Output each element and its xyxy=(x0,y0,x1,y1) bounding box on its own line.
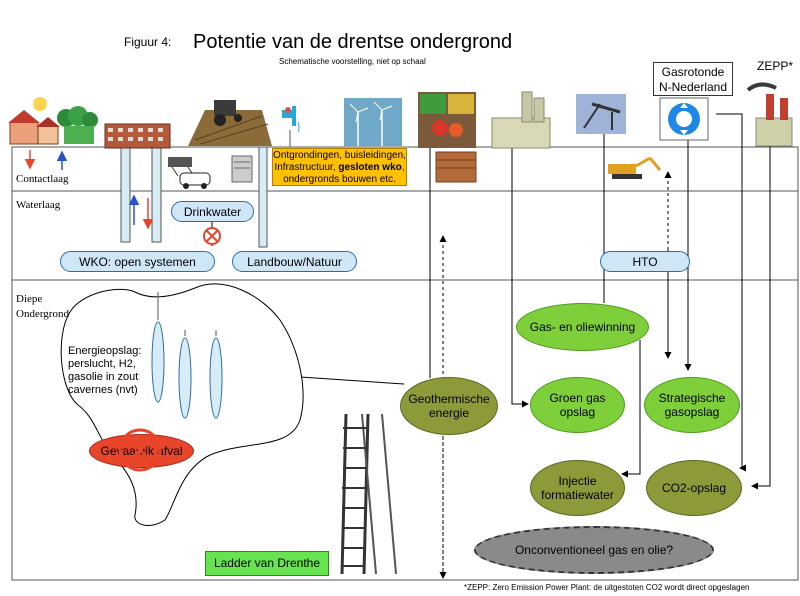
energy-line-2: perslucht, H2, xyxy=(68,358,136,370)
roundabout-icon xyxy=(659,97,709,141)
cavern-3 xyxy=(209,337,223,419)
wind-turbines-icon xyxy=(344,98,402,146)
cavern-1 xyxy=(151,321,165,403)
wko-pill: WKO: open systemen xyxy=(60,251,215,272)
deep-layer-label-2: Ondergrond xyxy=(16,308,69,320)
factory-icon xyxy=(491,91,551,149)
info-line-1: Ontgrondingen, buisleidingen, xyxy=(273,150,406,161)
strategic-gas-storage-oval: Strategische gasopslag xyxy=(644,377,740,433)
vegetables-icon xyxy=(418,92,477,183)
gasrotonde-line1: Gasrotonde xyxy=(661,65,725,79)
hazardous-waste-label: Gevaarlijk afval xyxy=(100,444,183,458)
gasrotonde-line2: N-Nederland xyxy=(658,80,728,94)
tractor-icon xyxy=(188,100,272,146)
green-gas-storage-oval: Groen gas opslag xyxy=(530,377,625,433)
gas-oil-production-oval: Gas- en oliewinning xyxy=(516,303,649,351)
apartment-block-icon xyxy=(104,123,171,149)
zepp-label: ZEPP* xyxy=(757,59,794,73)
green-gas-line-2: opslag xyxy=(559,405,596,419)
geothermal-line-1: Geothermische xyxy=(408,392,490,406)
info-line-2: Infrastructuur, gesloten wko, xyxy=(274,162,405,173)
energy-line-3: gasolie in zout xyxy=(68,371,139,383)
page-subtitle: Schematische voorstelling, niet op schaa… xyxy=(279,57,426,66)
unconventional-gas-oval: Onconventioneel gas en olie? xyxy=(474,526,714,574)
forbidden-sign-icon xyxy=(203,227,221,245)
green-gas-line-1: Groen gas xyxy=(549,391,606,405)
ladder-label-text: Ladder van Drenthe xyxy=(213,556,321,570)
infrastructure-icon xyxy=(168,155,253,189)
info-box: Ontgrondingen, buisleidingen, Infrastruc… xyxy=(272,148,407,186)
injection-line-2: formatiewater xyxy=(541,488,614,502)
energy-storage-text: Energieopslag: perslucht, H2, gasolie in… xyxy=(68,345,152,397)
hazardous-waste-oval: Gevaarlijk afval xyxy=(89,434,194,468)
landbouw-pill: Landbouw/Natuur xyxy=(232,251,357,272)
geothermal-oval: Geothermische energie xyxy=(400,377,498,435)
info-line-3: ondergronds bouwen etc. xyxy=(283,174,396,185)
strategic-line-1: Strategische xyxy=(658,391,726,405)
landbouw-well xyxy=(258,146,268,248)
ladder-icon xyxy=(340,413,397,575)
oil-pump-icon xyxy=(576,94,626,134)
footnote: *ZEPP: Zero Emission Power Plant: de uit… xyxy=(464,583,750,592)
injection-water-oval: Injectie formatiewater xyxy=(530,460,625,516)
unconventional-gas-label: Onconventioneel gas en olie? xyxy=(514,543,674,557)
excavator-icon xyxy=(608,156,662,179)
injection-line-1: Injectie xyxy=(558,474,597,488)
ladder-label: Ladder van Drenthe xyxy=(205,551,329,576)
drinkwater-pill: Drinkwater xyxy=(171,201,254,222)
energy-line-1: Energieopslag: xyxy=(68,345,142,357)
water-tap-icon xyxy=(282,106,300,133)
houses-icon xyxy=(8,97,98,145)
gasrotonde-label: Gasrotonde N-Nederland xyxy=(653,62,733,96)
co2-storage-label: CO2-opslag xyxy=(661,481,727,495)
energy-line-4: cavernes (nvt) xyxy=(68,384,138,396)
contact-layer-label: Contactlaag xyxy=(16,173,69,185)
cavern-2 xyxy=(178,337,192,419)
wko-well-right xyxy=(151,146,162,243)
deep-layer-label-1: Diepe xyxy=(16,293,43,305)
figure-label: Figuur 4: xyxy=(124,35,172,49)
gas-oil-production-label: Gas- en oliewinning xyxy=(529,320,636,334)
hto-pill: HTO xyxy=(600,251,690,272)
water-layer-label: Waterlaag xyxy=(16,199,61,211)
power-plant-icon xyxy=(746,82,793,147)
info-line-2-bold: gesloten wko xyxy=(338,162,402,173)
strategic-line-2: gasopslag xyxy=(664,405,720,419)
geothermal-line-2: energie xyxy=(428,406,470,420)
page-title: Potentie van de drentse ondergrond xyxy=(193,31,513,53)
wko-well-left xyxy=(120,146,131,243)
co2-storage-oval: CO2-opslag xyxy=(646,460,742,516)
